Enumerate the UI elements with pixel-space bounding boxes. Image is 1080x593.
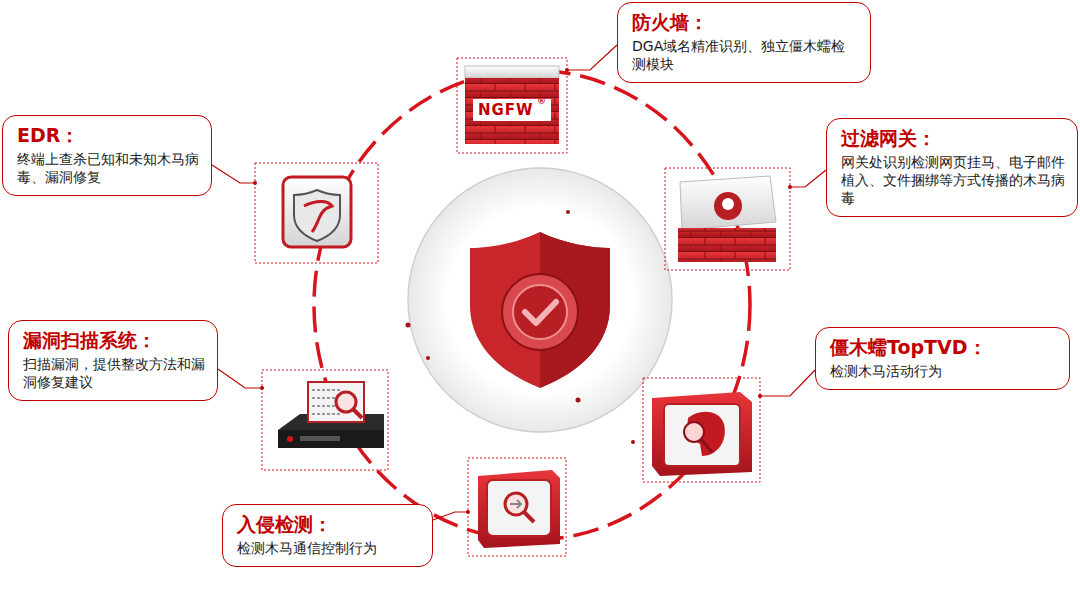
leader-lines [212, 45, 826, 520]
ids-icon [478, 470, 560, 548]
callout-body: 扫描漏洞，提供整改方法和漏洞修复建议 [23, 355, 205, 391]
callout-heading: 漏洞扫描系统： [23, 329, 205, 353]
leader-dots [253, 68, 792, 514]
callout-box: 入侵检测： 检测木马通信控制行为 [222, 504, 433, 567]
callout-body: 检测木马活动行为 [830, 362, 1057, 380]
callout-box: 僵木蠕TopTVD： 检测木马活动行为 [815, 327, 1070, 390]
callout-heading: 入侵检测： [237, 513, 420, 537]
icon-frames [255, 58, 790, 556]
tvd-icon [652, 392, 752, 476]
callout-box: EDR：终端上查杀已知和未知木马病毒、漏洞修复 [2, 115, 212, 196]
callout-heading: EDR： [17, 124, 199, 148]
callout-body: 终端上查杀已知和未知木马病毒、漏洞修复 [17, 150, 199, 186]
shield-icon [470, 232, 610, 388]
callout-body: 检测木马通信控制行为 [237, 539, 420, 557]
callout-heading: 过滤网关： [841, 127, 1065, 151]
filter-gateway-icon [678, 176, 776, 262]
halo [408, 168, 672, 432]
icon-label: NGFW [478, 101, 534, 119]
callout-heading: 防火墙： [632, 11, 858, 35]
callout-body: DGA域名精准识别、独立僵木蠕检测模块 [632, 37, 858, 73]
icon-label: ® [537, 96, 547, 106]
callout-box: 漏洞扫描系统：扫描漏洞，提供整改方法和漏洞修复建议 [8, 320, 218, 401]
firewall-icon [465, 66, 559, 144]
callout-box: 过滤网关：网关处识别检测网页挂马、电子邮件植入、文件捆绑等方式传播的木马病毒 [826, 118, 1078, 217]
edr-icon [283, 177, 351, 247]
callout-box: 防火墙：DGA域名精准识别、独立僵木蠕检测模块 [617, 2, 871, 83]
callout-body: 网关处识别检测网页挂马、电子邮件植入、文件捆绑等方式传播的木马病毒 [841, 153, 1065, 208]
callout-heading: 僵木蠕TopTVD： [830, 336, 1057, 360]
scanner-icon [278, 382, 384, 448]
